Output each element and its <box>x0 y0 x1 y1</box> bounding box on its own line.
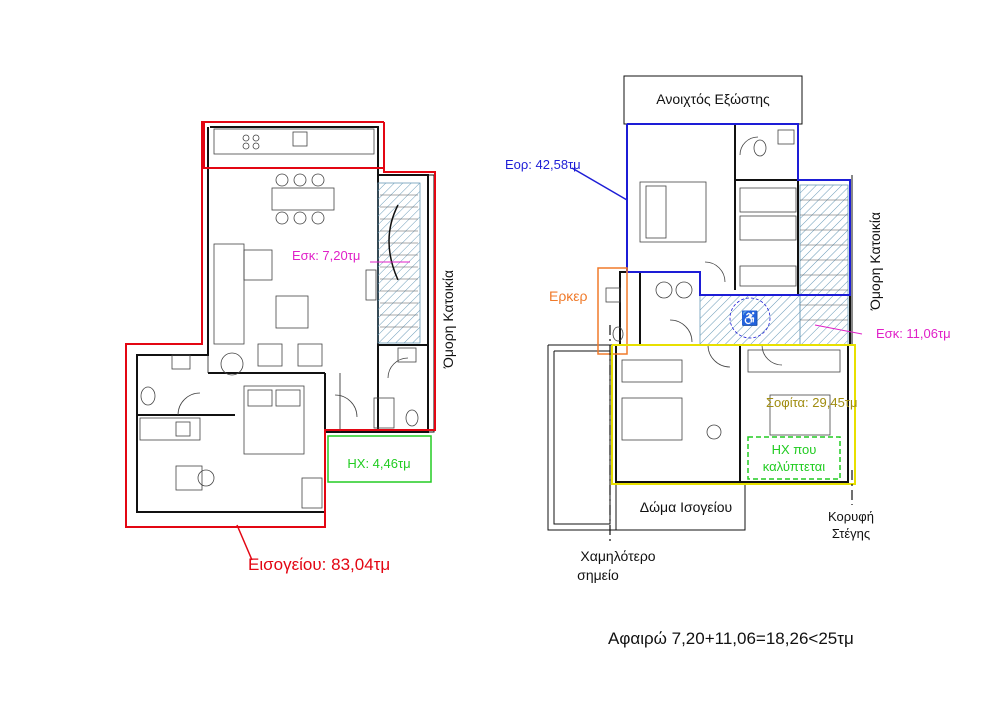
roof-top-label-2: Στέγης <box>832 526 870 541</box>
upper-area-perimeter <box>626 123 851 296</box>
door-swing <box>177 392 201 416</box>
lowest-point-label-1: Χαμηλότερο <box>580 548 655 564</box>
sofa <box>213 243 245 345</box>
chair-icon <box>275 211 289 225</box>
hx-covered-label-1: ΗΧ που <box>772 442 817 457</box>
bed <box>621 397 683 441</box>
chair-icon <box>311 173 325 187</box>
wheelchair-turn-circle <box>729 297 771 339</box>
chair-icon <box>311 211 325 225</box>
door-swing <box>387 357 409 379</box>
esk-upper-leader <box>814 324 863 335</box>
ground-roof-slab <box>616 481 746 531</box>
ground-roof-label: Δώμα Ισογείου <box>640 499 732 515</box>
sofa-ottoman <box>243 249 273 281</box>
erker-outline <box>597 267 628 355</box>
chair-icon <box>275 173 289 187</box>
door-swing <box>761 344 783 366</box>
stove-burner-icon <box>242 142 250 150</box>
dining-table <box>271 187 335 211</box>
eor-label: Εορ: 42,58τμ <box>505 157 581 172</box>
toilet-icon <box>612 326 624 342</box>
bed <box>769 394 831 436</box>
door-swing <box>707 344 731 368</box>
toilet-icon <box>405 409 419 427</box>
upper-stair-treads <box>800 199 848 321</box>
attic-area-perimeter <box>611 344 856 485</box>
sofita-label: Σοφίτα: 29,45τμ <box>766 395 857 410</box>
side-table <box>220 352 244 376</box>
stove-burner-icon <box>252 134 260 142</box>
wardrobe <box>747 349 841 373</box>
ground-stair-rail <box>388 204 399 281</box>
ground-total-label: Εισογείου: 83,04τμ <box>248 555 390 574</box>
wheelchair-icon: ♿ <box>741 310 758 327</box>
armchair <box>257 343 283 367</box>
neighbor-right-label: Όμορη Κατοικία <box>867 212 883 311</box>
sink <box>175 421 191 437</box>
esk-upper-label: Εσκ: 11,06τμ <box>876 326 951 341</box>
double-bed <box>243 385 305 455</box>
desk <box>175 465 203 491</box>
armchair <box>297 343 323 367</box>
hx-label: ΗΧ: 4,46τμ <box>347 456 410 471</box>
washbasin <box>777 129 795 145</box>
pillow <box>645 185 667 239</box>
hx-area <box>327 435 432 483</box>
neighbor-left-label: Όμορη Κατοικία <box>440 270 456 369</box>
wardrobe <box>621 359 683 383</box>
washbasin <box>397 347 417 363</box>
ground-floor-plan <box>125 121 436 561</box>
kitchenette-counter <box>139 417 201 441</box>
ground-roof-outline-inner <box>553 350 611 525</box>
tv-unit <box>365 269 377 301</box>
ground-staircase <box>377 182 421 344</box>
desk-chair <box>706 424 722 440</box>
roof-top-label-1: Κορυφή <box>828 509 874 524</box>
stove-burner-icon <box>242 134 250 142</box>
hx-covered-area <box>747 436 841 480</box>
dryer <box>675 281 693 299</box>
lowest-point-label-2: σημείο <box>577 567 619 583</box>
chair-icon <box>293 173 307 187</box>
washing-machine <box>655 281 673 299</box>
eor-leader <box>571 167 628 201</box>
wardrobe <box>739 265 797 287</box>
double-bed <box>639 181 707 243</box>
formula-label: Αφαιρώ 7,20+11,06=18,26<25τμ <box>608 629 854 648</box>
pillow <box>247 389 273 407</box>
wardrobe <box>301 477 323 509</box>
upper-floor-plan: ♿ <box>547 75 863 545</box>
ground-total-leader <box>236 524 253 561</box>
ground-stair-treads <box>380 194 418 328</box>
kitchen-counter <box>213 128 375 155</box>
chair-icon <box>293 211 307 225</box>
hx-covered-label-2: καλύπτεται <box>763 459 826 474</box>
toilet-icon <box>753 139 767 157</box>
washbasin <box>605 287 621 303</box>
door-swing <box>334 394 358 418</box>
erker-label: Ερκερ <box>549 288 588 304</box>
coffee-table <box>275 295 309 329</box>
balcony-label: Ανοιχτός Εξώστης <box>656 91 770 107</box>
washbasin <box>171 354 191 370</box>
pillow <box>275 389 301 407</box>
kitchen-sink <box>292 131 308 147</box>
upper-staircase <box>799 184 849 346</box>
door-swing <box>704 261 726 283</box>
wc-block <box>373 397 395 429</box>
wardrobe <box>739 215 797 241</box>
ground-roof-outline <box>547 344 617 531</box>
stove-burner-icon <box>252 142 260 150</box>
desk-chair <box>197 469 215 487</box>
door-swing <box>739 136 759 156</box>
door-swing <box>669 319 693 343</box>
esk-ground-label: Εσκ: 7,20τμ <box>292 248 360 263</box>
toilet-icon <box>140 386 156 406</box>
shower <box>739 187 797 213</box>
